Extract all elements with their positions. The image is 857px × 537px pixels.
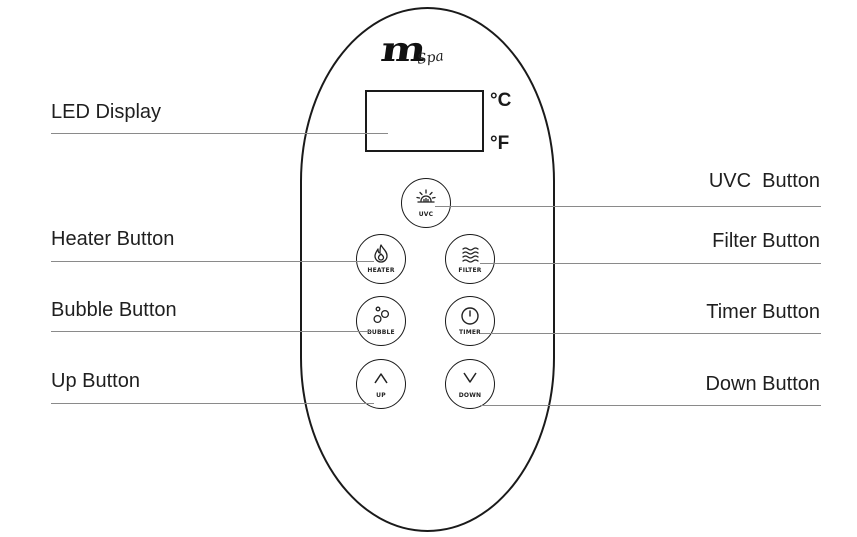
chevron-up-icon: [374, 373, 388, 384]
filter-button-caption: FILTER: [458, 267, 482, 274]
heater-button[interactable]: HEATER: [356, 234, 406, 284]
leader-line-down: [480, 405, 821, 406]
uvc-lamp-icon: [416, 189, 436, 203]
callout-down-button: Down Button: [705, 373, 820, 395]
callout-heater-button: Heater Button: [51, 228, 175, 250]
callout-uvc-button: UVC Button: [708, 170, 820, 192]
callout-filter-button: Filter Button: [712, 230, 820, 252]
chevron-down-icon: [463, 372, 477, 383]
callout-bubble-button: Bubble Button: [51, 299, 177, 321]
bubble-button-caption: BUBBLE: [367, 329, 395, 336]
uvc-button-caption: UVC: [418, 211, 434, 218]
remote-control-body: [300, 7, 555, 532]
callout-led-display: LED Display: [51, 101, 162, 123]
logo-script: Spa: [416, 48, 445, 68]
down-button[interactable]: DOWN: [445, 359, 495, 409]
mspa-logo: m Spa: [378, 30, 468, 70]
led-display: [365, 90, 484, 152]
down-button-caption: DOWN: [458, 392, 482, 399]
fahrenheit-unit: °F: [490, 133, 510, 154]
leader-line-bubble: [51, 331, 374, 332]
leader-line-timer: [480, 333, 821, 334]
flame-icon: [374, 244, 388, 263]
filter-waves-icon: [462, 247, 479, 263]
up-button-caption: UP: [376, 392, 386, 399]
leader-line-uvc: [435, 206, 821, 207]
callout-timer-button: Timer Button: [706, 301, 820, 323]
filter-button[interactable]: FILTER: [445, 234, 495, 284]
leader-line-heater: [51, 261, 374, 262]
bubbles-icon: [373, 306, 390, 324]
uvc-button[interactable]: UVC: [401, 178, 451, 228]
timer-button-caption: TIMER: [458, 329, 481, 336]
heater-button-caption: HEATER: [367, 267, 395, 274]
up-button[interactable]: UP: [356, 359, 406, 409]
leader-line-up: [51, 403, 374, 404]
timer-button[interactable]: TIMER: [445, 296, 495, 346]
leader-line-filter: [480, 263, 821, 264]
timer-icon: [461, 307, 479, 325]
celsius-unit: °C: [490, 90, 512, 111]
leader-line-led-display: [51, 133, 388, 134]
callout-up-button: Up Button: [51, 370, 140, 392]
bubble-button[interactable]: BUBBLE: [356, 296, 406, 346]
